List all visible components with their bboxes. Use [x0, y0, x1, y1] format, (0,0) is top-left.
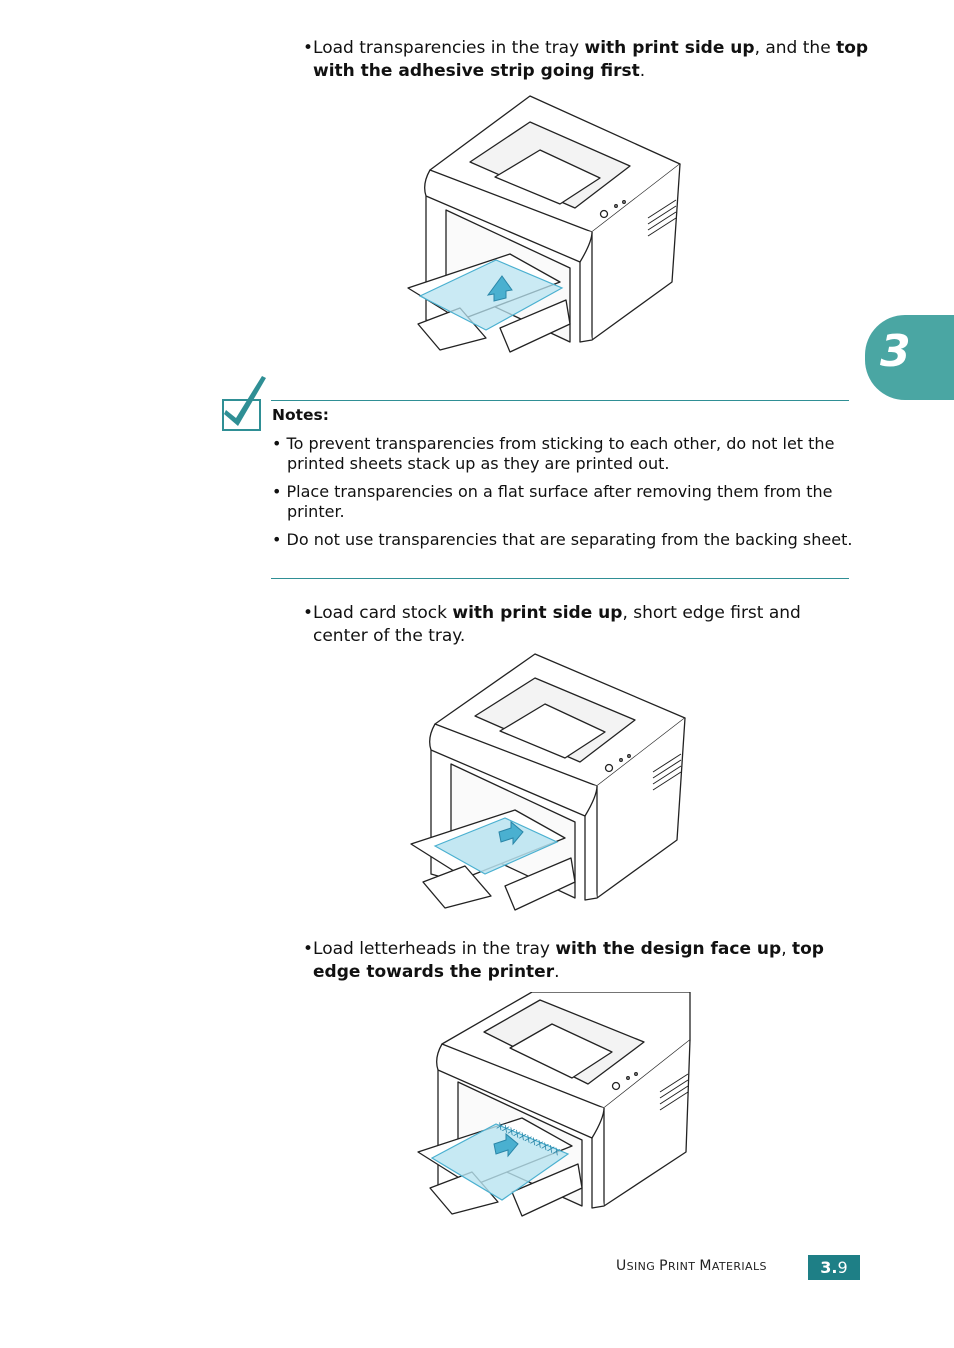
- footer-section-title: USING PRINT MATERIALS: [616, 1258, 767, 1274]
- instruction-card-stock: •Load card stock with print side up, sho…: [303, 603, 801, 646]
- notes-top-rule: [271, 400, 849, 401]
- instruction-transparencies: •Load transparencies in the tray with pr…: [303, 38, 869, 81]
- instruction-letterheads: •Load letterheads in the tray with the d…: [303, 939, 824, 982]
- printer-drawing: [407, 95, 681, 353]
- chapter-number: 3: [880, 326, 911, 377]
- note-item-3: • Do not use transparencies that are sep…: [272, 530, 853, 549]
- checkmark-note-icon: [222, 376, 266, 431]
- note-item-1: • To prevent transparencies from stickin…: [272, 434, 835, 473]
- page-number-badge: 3.9: [808, 1255, 860, 1280]
- notes-title: Notes:: [272, 406, 329, 424]
- printer-illustration-letterhead: XXXXXXXXXXX: [412, 992, 702, 1220]
- printer-illustration-card-stock: [405, 652, 695, 917]
- note-check-icon: [220, 372, 272, 438]
- printer-drawing: [410, 653, 686, 911]
- printer-illustration-transparency: [400, 92, 690, 362]
- note-item-2: • Place transparencies on a flat surface…: [272, 482, 833, 521]
- chapter-tab: [865, 315, 954, 400]
- notes-bottom-rule: [271, 578, 849, 579]
- printer-drawing: XXXXXXXXXXX: [417, 992, 691, 1217]
